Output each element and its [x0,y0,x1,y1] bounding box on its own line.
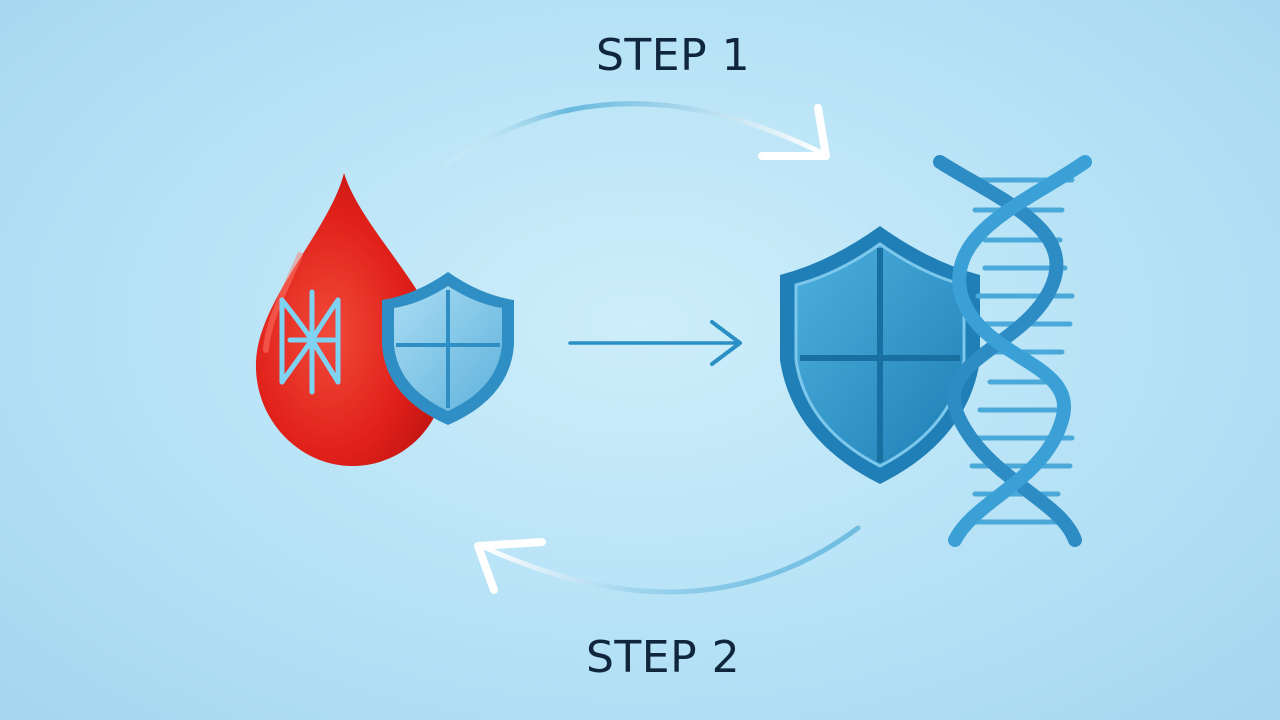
antibody-glyph-icon [279,289,341,395]
bottom-cycle-arrow [474,525,861,595]
top-cycle-arrow [429,101,830,178]
step-1-label: STEP 1 [596,30,751,81]
shield-icon [382,272,514,425]
middle-arrow [568,320,742,366]
shield-icon [780,226,980,484]
dna-helix-icon [933,155,1092,547]
blood-drop-icon [255,173,447,466]
step-2-label: STEP 2 [586,632,741,683]
